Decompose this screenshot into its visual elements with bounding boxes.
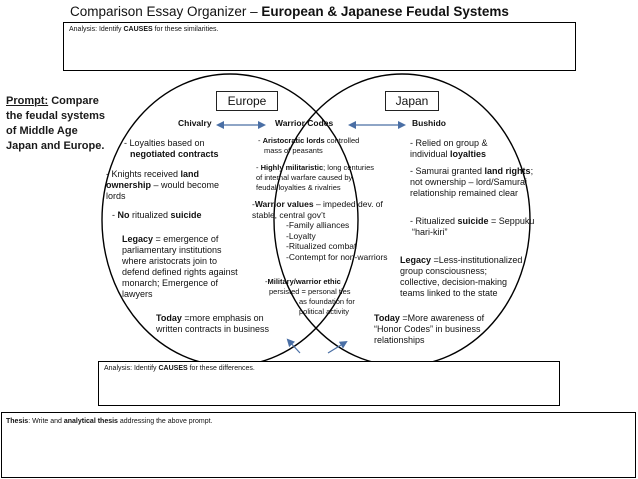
page-title: Comparison Essay Organizer – European & … — [70, 4, 509, 19]
japan-item-loyalties: - Relied on group & individual loyalties — [410, 138, 488, 159]
japan-label: Japan — [385, 91, 439, 111]
center-item-warrior-values: -Warrior values – impeded dev. of stable… — [252, 199, 388, 262]
essay-prompt: Prompt: Compare the feudal systems of Mi… — [6, 95, 106, 152]
europe-label: Europe — [216, 91, 278, 111]
analysis-arrow-left — [286, 338, 301, 354]
warrior-codes-header: Warrior Codes — [275, 118, 334, 128]
japan-item-land-rights: - Samurai granted land rights; not owner… — [410, 166, 534, 198]
europe-item-suicide: - No ritualized suicide — [112, 210, 202, 220]
thesis-prompt: Thesis: Write and analytical thesis addr… — [6, 418, 213, 425]
europe-item-land: - Knights received land ownership – woul… — [106, 169, 220, 201]
similarities-analysis-box[interactable]: Analysis: Identify CAUSES for these simi… — [63, 22, 576, 71]
center-item-militaristic: - Highly militaristic; long centuries of… — [256, 163, 374, 192]
japan-legacy: Legacy =Less-institutionalized group con… — [400, 255, 523, 298]
analysis-arrow-right — [327, 340, 348, 354]
differences-analysis-box[interactable]: Analysis: Identify CAUSES for these diff… — [98, 361, 560, 406]
europe-item-loyalties: - Loyalties based on negotiated contract… — [124, 138, 219, 159]
europe-legacy: Legacy = emergence of parliamentary inst… — [122, 234, 238, 299]
differences-analysis-prompt: Analysis: Identify CAUSES for these diff… — [104, 365, 255, 372]
thesis-box[interactable]: Thesis: Write and analytical thesis addr… — [1, 412, 636, 478]
center-item-lords: - Aristocratic lords controlled mass of … — [258, 136, 360, 155]
bushido-header: Bushido — [412, 118, 446, 128]
chivalry-header: Chivalry — [178, 118, 212, 128]
center-item-warrior-ethic: -Military/warrior ethic persisted = pers… — [265, 277, 355, 316]
similarities-analysis-prompt: Analysis: Identify CAUSES for these simi… — [69, 26, 219, 33]
japan-item-suicide: - Ritualized suicide = Seppuku “hari-kir… — [410, 216, 535, 237]
europe-today: Today =more emphasis on written contract… — [156, 313, 270, 334]
japan-today: Today =More awareness of “Honor Codes” i… — [374, 313, 485, 345]
